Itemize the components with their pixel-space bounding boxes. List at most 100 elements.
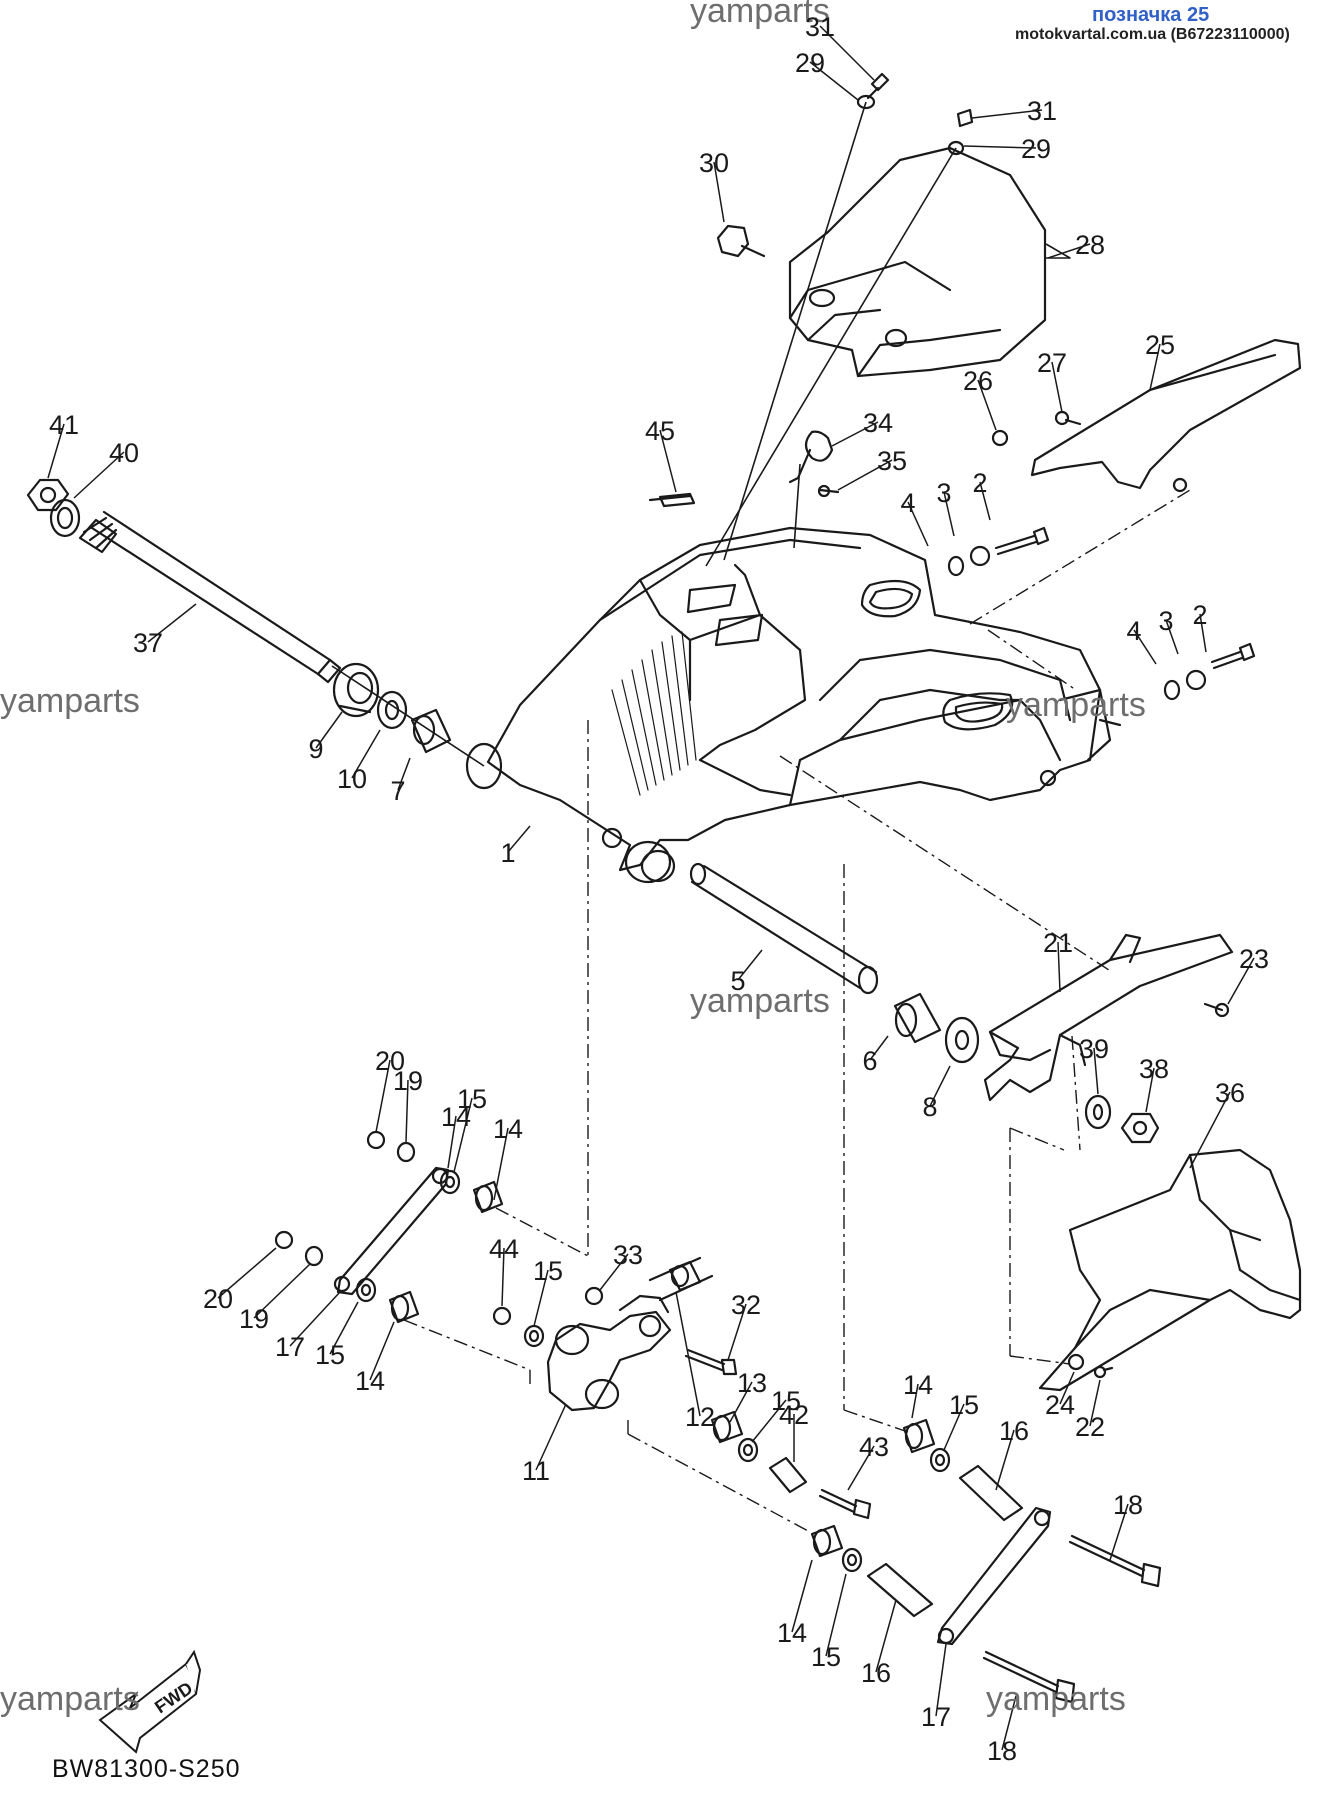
bolt-part-32 bbox=[684, 1348, 738, 1376]
callout-label: 17 bbox=[275, 1332, 305, 1362]
callout-label: 7 bbox=[390, 776, 405, 806]
nut-part-3-upper bbox=[969, 545, 991, 567]
collar-part-16-lower bbox=[866, 1562, 934, 1618]
callout-leader-line bbox=[447, 1115, 457, 1169]
washer-part-4-lower bbox=[1163, 679, 1181, 701]
oil-seal-part-15-lower bbox=[355, 1277, 377, 1303]
callout-leader-line bbox=[1109, 1503, 1129, 1561]
callout-leader-line bbox=[943, 491, 955, 537]
callout-leader-line bbox=[971, 109, 1043, 119]
callout-leader-line bbox=[1057, 941, 1061, 993]
callout-label: 37 bbox=[133, 628, 163, 658]
bearing-part-14-lower bbox=[388, 1290, 420, 1324]
bolt-part-22 bbox=[1093, 1365, 1114, 1379]
callout-label: 10 bbox=[337, 764, 367, 794]
screw-part-24 bbox=[1067, 1353, 1085, 1371]
callout-leader-line bbox=[1059, 1371, 1075, 1405]
callout-leader-line bbox=[599, 1253, 629, 1291]
bolt-part-2-upper bbox=[994, 526, 1050, 556]
callout-leader-line bbox=[1051, 361, 1063, 413]
bearing-part-14-right-upper bbox=[902, 1418, 936, 1454]
lower-chain-guard-part-36 bbox=[1038, 1148, 1302, 1392]
washer-part-4-upper bbox=[947, 555, 965, 577]
callout-leader-line bbox=[535, 1403, 567, 1471]
callout-leader-line bbox=[405, 1079, 409, 1143]
part-tag-link[interactable]: позначка 25 bbox=[1092, 4, 1210, 26]
relay-arm-part-11 bbox=[546, 1294, 672, 1412]
bolt-part-18-lower bbox=[982, 1650, 1076, 1704]
callout-leader-line bbox=[1149, 343, 1161, 391]
callout-leader-line bbox=[501, 1247, 505, 1307]
watermark-bottom-left: yamparts bbox=[0, 1680, 140, 1718]
callout-leader-line bbox=[315, 711, 343, 749]
nut-part-38 bbox=[1120, 1112, 1160, 1144]
callout-leader-line bbox=[533, 1269, 549, 1327]
callout-leader-line bbox=[289, 1291, 341, 1347]
callout-leader-line bbox=[73, 451, 125, 499]
callout-label: 34 bbox=[863, 408, 893, 438]
callout-leader-line bbox=[875, 1599, 897, 1673]
callout-leader-line bbox=[869, 1035, 889, 1061]
callout-label: 28 bbox=[1075, 230, 1105, 260]
callout-label: 24 bbox=[1045, 1390, 1075, 1420]
screw-part-27 bbox=[1054, 410, 1082, 426]
callout-leader-line bbox=[911, 1383, 919, 1419]
callout-leader-line bbox=[351, 729, 381, 779]
callout-label: 5 bbox=[730, 966, 745, 996]
hose-bracket-part-34 bbox=[788, 430, 834, 484]
callout-leader-line bbox=[47, 423, 65, 479]
collar-part-42 bbox=[768, 1456, 808, 1494]
callout-leader-line bbox=[329, 1301, 359, 1355]
callout-leader-line bbox=[369, 1321, 395, 1381]
callout-leader-line bbox=[1089, 1379, 1101, 1427]
watermark-right-mid: yamparts bbox=[1006, 686, 1146, 724]
callout-leader-line bbox=[737, 949, 763, 981]
callout-label: 11 bbox=[522, 1456, 550, 1486]
callout-label: 17 bbox=[921, 1702, 951, 1732]
collar-part-29-right bbox=[947, 140, 965, 156]
bolt-part-18-upper bbox=[1068, 1534, 1162, 1588]
watermark-center: yamparts bbox=[690, 982, 830, 1020]
washer-part-8 bbox=[944, 1016, 980, 1064]
callout-label: 29 bbox=[795, 48, 825, 78]
callout-leader-line bbox=[507, 825, 531, 853]
callout-leader-line bbox=[217, 1247, 277, 1299]
callout-leader-line bbox=[493, 1127, 509, 1201]
clip-part-35 bbox=[817, 484, 840, 498]
callout-leader-line bbox=[935, 1643, 947, 1717]
callout-leader-line bbox=[453, 1097, 473, 1173]
pivot-shaft-part-37 bbox=[78, 510, 342, 684]
callout-label: 29 bbox=[1021, 134, 1051, 164]
callout-label: 14 bbox=[355, 1366, 385, 1396]
oil-seal-part-15-lower-right bbox=[841, 1547, 863, 1573]
watermark-left-mid: yamparts bbox=[0, 682, 140, 720]
callout-leader-line bbox=[1227, 957, 1255, 1005]
callout-label: 35 bbox=[877, 446, 907, 476]
label-part-45 bbox=[648, 492, 696, 508]
collar-part-12 bbox=[648, 1256, 714, 1302]
callout-leader-line bbox=[713, 161, 725, 223]
callout-leader-line bbox=[809, 61, 859, 101]
callout-leader-line bbox=[729, 1381, 753, 1423]
callout-leader-line bbox=[943, 1403, 965, 1451]
collar-part-26 bbox=[991, 429, 1009, 447]
callout-leader-line bbox=[995, 1429, 1015, 1491]
callout-leader-line bbox=[375, 1059, 391, 1133]
connecting-rod-part-17-right bbox=[936, 1506, 1052, 1646]
callout-label: 15 bbox=[315, 1340, 345, 1370]
callout-leader-line bbox=[819, 25, 875, 81]
callout-leader-line bbox=[659, 429, 677, 493]
callout-label: 18 bbox=[987, 1736, 1017, 1766]
callout-leader-line bbox=[1189, 1091, 1231, 1169]
callout-leader-line bbox=[837, 459, 893, 491]
bearing-part-6 bbox=[893, 992, 942, 1044]
callout-leader-line bbox=[831, 421, 879, 447]
oil-seal-part-15-right-upper bbox=[929, 1447, 951, 1473]
bearing-part-9 bbox=[332, 662, 380, 718]
rear-fender-part-28 bbox=[788, 146, 1071, 378]
nut-part-33 bbox=[584, 1286, 604, 1306]
nut-part-44 bbox=[492, 1306, 512, 1326]
washer-part-10 bbox=[376, 690, 408, 730]
callout-leader-line bbox=[825, 1573, 847, 1657]
